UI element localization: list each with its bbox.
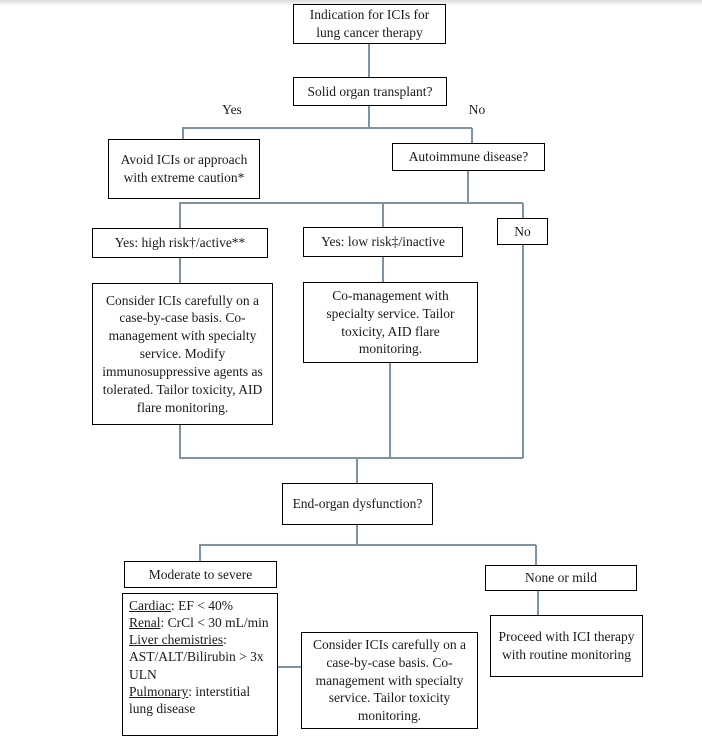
node-autoimmune-text: Autoimmune disease? xyxy=(408,149,529,165)
connector-end-organ-split xyxy=(199,544,536,546)
node-proceed-text: Proceed with ICI therapy with routine mo… xyxy=(498,629,635,662)
node-high-risk-active: Yes: high risk†/active** xyxy=(92,228,268,258)
connector-to-moderate xyxy=(199,545,201,561)
connector-comanage-down xyxy=(389,363,391,458)
node-solid-organ-text: Solid organ transplant? xyxy=(307,83,433,99)
node-low-risk-text: Yes: low risk‡/inactive xyxy=(321,234,445,250)
label-no: No xyxy=(468,102,486,117)
node-avoid-icis: Avoid ICIs or approach with extreme caut… xyxy=(108,139,260,199)
connector-to-low-risk xyxy=(382,203,384,227)
criteria-item: Liver chemistries: AST/ALT/Bilirubin > 3… xyxy=(129,632,264,682)
connector-yes-to-avoid xyxy=(182,128,184,139)
connector-no-to-autoimmune xyxy=(471,128,473,143)
connector-solid-organ-split xyxy=(182,127,472,129)
node-co-management-text: Co-management with specialty service. Ta… xyxy=(326,287,455,357)
node-low-risk-inactive: Yes: low risk‡/inactive xyxy=(303,227,463,257)
connector-autoimmune-split xyxy=(179,202,523,204)
node-no-autoimmune-text: No xyxy=(514,223,531,239)
connector-autoimmune-down xyxy=(467,170,469,203)
connector-criteria-to-consider-moderate xyxy=(278,666,301,668)
node-organ-criteria: Cardiac: EF < 40% Renal: CrCl < 30 mL/min… xyxy=(122,593,278,736)
connector-low-risk-to-comanage xyxy=(382,257,384,282)
node-end-organ-dysfunction: End-organ dysfunction? xyxy=(282,483,433,525)
node-proceed-ici: Proceed with ICI therapy with routine mo… xyxy=(490,615,643,677)
connector-to-no-box xyxy=(522,203,524,218)
node-avoid-icis-text: Avoid ICIs or approach with extreme caut… xyxy=(120,152,248,185)
node-autoimmune-disease: Autoimmune disease? xyxy=(392,143,545,171)
connector-indication-to-solid-organ xyxy=(368,43,370,77)
node-consider-icis-high-risk: Consider ICIs carefully on a case-by-cas… xyxy=(92,283,273,425)
label-yes: Yes xyxy=(222,102,242,117)
connector-to-end-organ xyxy=(356,458,358,483)
node-co-management: Co-management with specialty service. Ta… xyxy=(303,282,478,363)
node-high-risk-text: Yes: high risk†/active** xyxy=(114,235,246,251)
criteria-item: Renal: CrCl < 30 mL/min xyxy=(129,615,269,631)
criteria-list: Cardiac: EF < 40% Renal: CrCl < 30 mL/min… xyxy=(129,597,271,717)
connector-convergence xyxy=(179,457,523,459)
node-indication-text: Indication for ICIs for lung cancer ther… xyxy=(309,7,430,40)
node-no-autoimmune: No xyxy=(497,218,548,245)
node-end-organ-text: End-organ dysfunction? xyxy=(292,496,423,512)
node-solid-organ-transplant: Solid organ transplant? xyxy=(293,77,447,106)
node-moderate-to-severe: Moderate to severe xyxy=(124,561,277,588)
top-edge-gradient xyxy=(0,0,702,6)
node-indication: Indication for ICIs for lung cancer ther… xyxy=(293,4,446,44)
connector-none-mild-to-proceed xyxy=(537,591,539,615)
node-none-mild-text: None or mild xyxy=(525,570,597,586)
connector-to-high-risk xyxy=(179,203,181,228)
connector-consider-high-down xyxy=(179,425,181,458)
connector-no-box-down xyxy=(522,245,524,458)
node-moderate-text: Moderate to severe xyxy=(148,566,253,582)
node-consider-icis-high-risk-text: Consider ICIs carefully on a case-by-cas… xyxy=(102,292,263,415)
criteria-item: Pulmonary: interstitial lung disease xyxy=(129,683,251,716)
connector-end-organ-down xyxy=(356,525,358,545)
node-consider-icis-moderate-text: Consider ICIs carefully on a case-by-cas… xyxy=(313,636,466,724)
connector-high-risk-to-consider xyxy=(179,258,181,283)
node-consider-icis-moderate: Consider ICIs carefully on a case-by-cas… xyxy=(301,632,478,729)
connector-solid-organ-down xyxy=(368,105,370,128)
node-none-or-mild: None or mild xyxy=(485,565,637,591)
criteria-item: Cardiac: EF < 40% xyxy=(129,598,233,613)
connector-to-none-mild xyxy=(535,545,537,565)
